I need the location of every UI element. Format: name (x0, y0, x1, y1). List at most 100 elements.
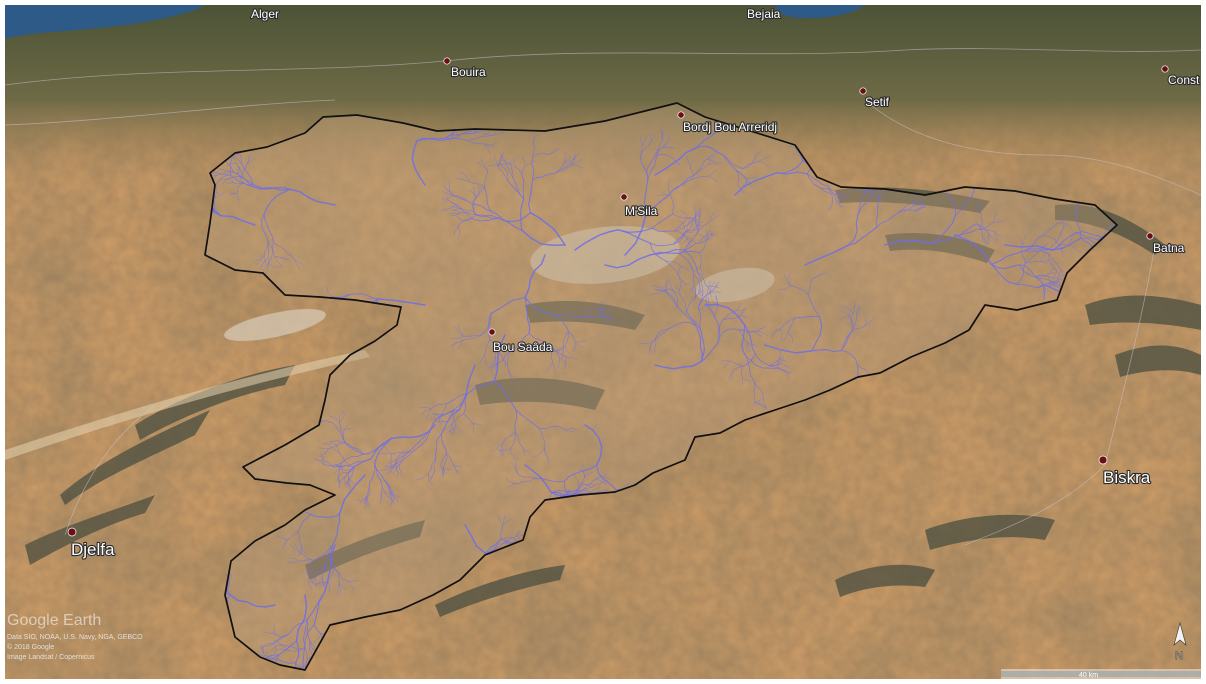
city-bejaia[interactable]: Bejaia (746, 6, 782, 22)
river-segment (457, 218, 473, 227)
city-label: Batna (1153, 241, 1185, 255)
city-djelfa[interactable]: Djelfa (67, 527, 116, 560)
river-segment (270, 658, 278, 661)
river-segment (848, 214, 859, 246)
river-segment (241, 163, 254, 186)
city-bouira[interactable]: Bouira (443, 57, 487, 80)
river-segment (443, 191, 454, 197)
river-segment (988, 233, 998, 244)
river-segment (1060, 225, 1066, 236)
river-segment (547, 147, 557, 155)
river-segment (497, 212, 532, 223)
river-segment (483, 170, 489, 189)
river-segment (512, 177, 525, 200)
river-segment (1058, 244, 1064, 258)
river-segment (384, 491, 394, 494)
river-segment (595, 478, 607, 485)
river-segment (510, 163, 514, 179)
river-segment (982, 236, 988, 244)
river-segment (598, 315, 609, 325)
river-segment (321, 577, 327, 587)
satellite-map[interactable]: Alger Bejaia Bouira Setif Const Bordj Bo… (5, 5, 1201, 679)
river-segment (510, 448, 519, 460)
river-segment (564, 356, 567, 370)
river-segment (584, 478, 597, 490)
river-segment (697, 233, 707, 241)
river-segment (357, 497, 368, 501)
city-msila[interactable]: M'Sila (620, 193, 659, 219)
river-segment (1052, 278, 1062, 286)
city-batna[interactable]: Batna (1146, 232, 1186, 256)
river-segment (246, 157, 256, 165)
river-segment (524, 254, 546, 299)
river-segment (364, 497, 368, 510)
google-earth-logo: Google Earth (7, 612, 101, 629)
river-segment (260, 187, 291, 190)
map-canvas[interactable]: Alger Bejaia Bouira Setif Const Bordj Bo… (5, 5, 1201, 679)
river-segment (804, 244, 850, 266)
river-segment (697, 218, 701, 233)
river-segment (1076, 232, 1099, 241)
river-segment (1085, 242, 1096, 251)
city-bou-saada[interactable]: Bou Saâda (488, 328, 554, 355)
river-segment (453, 225, 459, 236)
river-segment (705, 296, 708, 308)
river-segment (236, 163, 243, 177)
river-segment (259, 643, 273, 649)
city-biskra[interactable]: Biskra (1098, 455, 1152, 488)
river-segment (295, 594, 308, 642)
river-segment (506, 351, 510, 369)
river-segment (709, 281, 720, 294)
river-segment (286, 530, 299, 540)
river-segment (1052, 284, 1061, 286)
river-segment (550, 344, 560, 358)
north-arrow-icon[interactable]: N (1173, 621, 1187, 662)
river-segment (1051, 237, 1082, 251)
river-segment (707, 297, 710, 308)
river-segment (992, 211, 997, 224)
river-segment (1024, 248, 1050, 252)
river-segment (236, 153, 241, 155)
river-segment (884, 239, 933, 246)
river-segment (686, 298, 696, 313)
river-segment (240, 154, 242, 165)
river-segment (429, 409, 460, 431)
river-segment (493, 334, 506, 382)
river-segment (263, 257, 269, 270)
river-segment (728, 371, 733, 381)
river-segment (295, 662, 301, 668)
river-segment (481, 135, 491, 137)
city-alger[interactable]: Alger (250, 6, 280, 22)
river-segment (420, 406, 432, 410)
river-segment (807, 277, 814, 295)
city-constantine[interactable]: Const (1161, 65, 1201, 88)
river-segment (685, 155, 691, 166)
river-segment (289, 188, 336, 206)
river-segment (520, 229, 566, 246)
river-segment (678, 276, 681, 292)
city-marker-icon (1146, 232, 1154, 240)
river-segment (599, 308, 611, 321)
river-segment (650, 290, 667, 296)
river-segment (232, 182, 244, 184)
river-segment (500, 537, 514, 540)
city-setif[interactable]: Setif (859, 87, 891, 110)
watershed-boundary[interactable] (204, 102, 1118, 671)
river-segment (446, 453, 454, 466)
river-segment (453, 464, 460, 473)
river-segment (1057, 268, 1061, 281)
river-segment (786, 146, 798, 149)
river-segment (270, 644, 286, 651)
river-segment (524, 296, 556, 316)
river-segment (1024, 252, 1039, 264)
river-segment (509, 159, 517, 168)
river-segment (788, 272, 791, 286)
river-segment (457, 225, 460, 239)
river-segment (913, 206, 927, 212)
river-segment (450, 423, 453, 434)
city-bordj-bou-arreridj[interactable]: Bordj Bou Arreridj (677, 111, 778, 135)
river-segment (959, 229, 981, 236)
river-segment (308, 576, 313, 591)
river-segment (771, 328, 781, 336)
river-segment (327, 285, 332, 297)
